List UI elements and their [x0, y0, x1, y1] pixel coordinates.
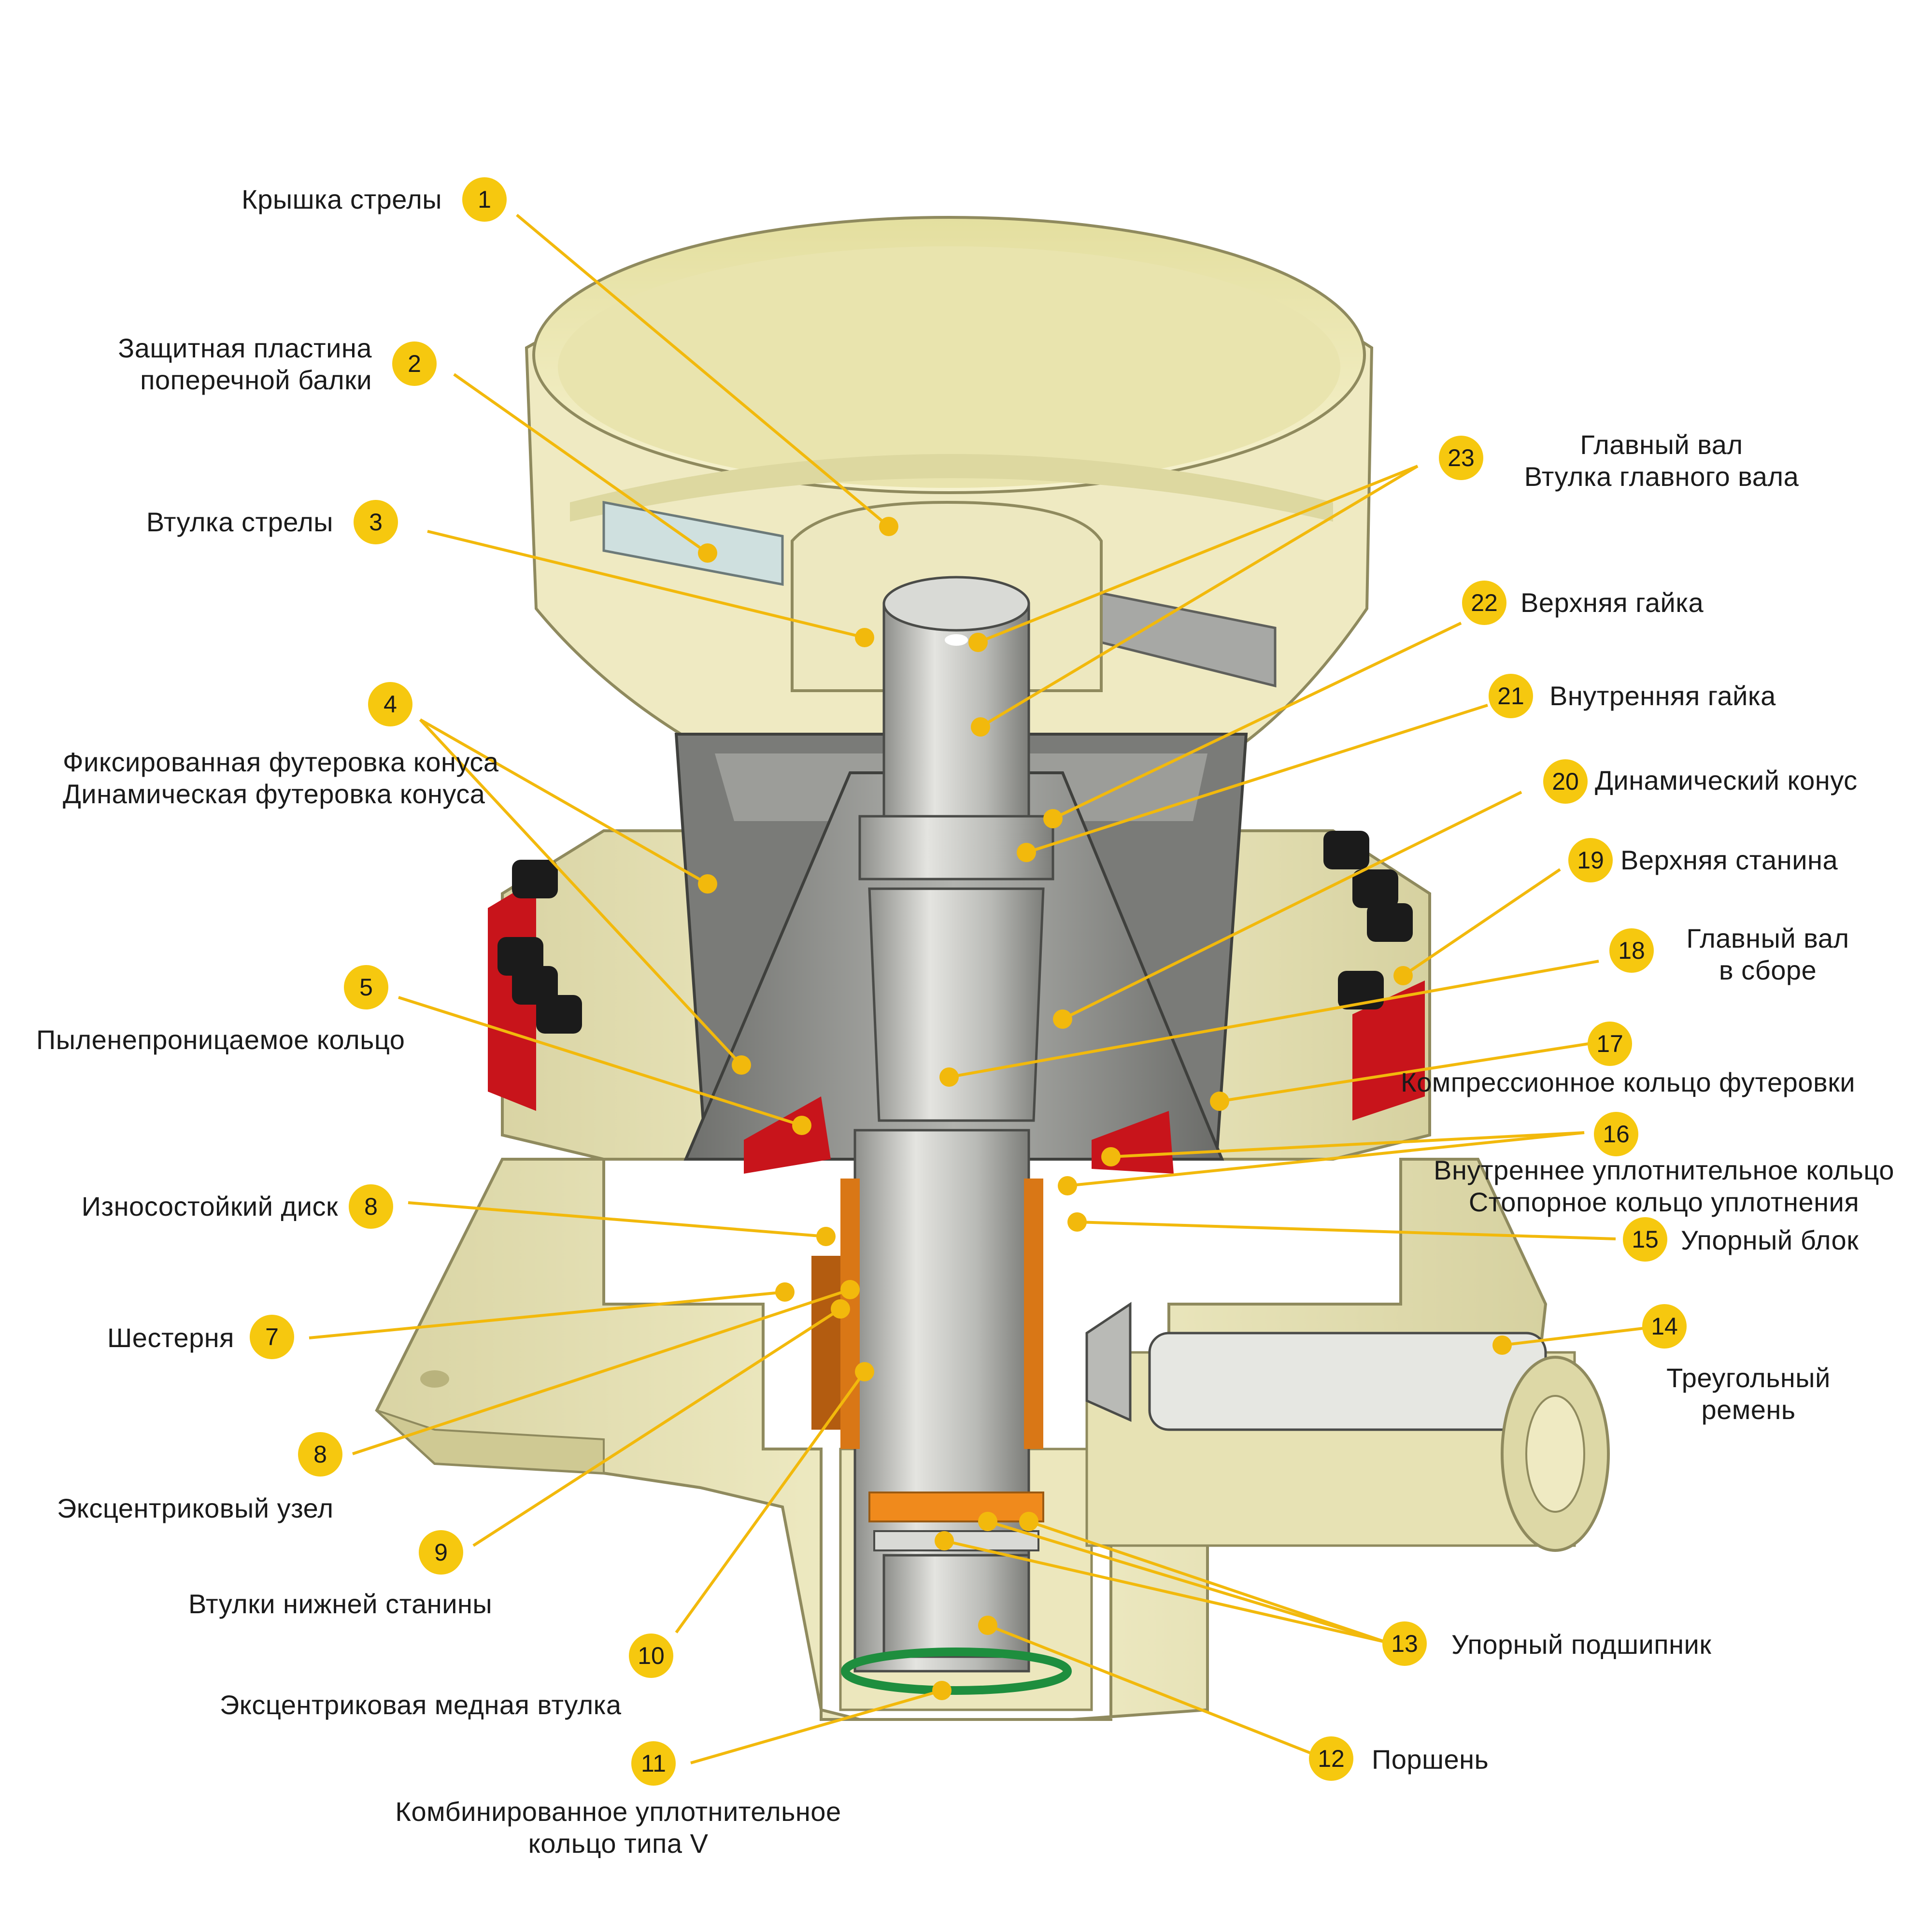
callout-badge-14: 14: [1642, 1304, 1687, 1349]
callout-badge-17: 17: [1588, 1022, 1632, 1066]
callout-badge-10: 10: [629, 1634, 673, 1678]
callout-label-8a: Износостойкий диск: [81, 1191, 338, 1222]
leader-dots: [698, 517, 1512, 1700]
callout-badge-22: 22: [1462, 581, 1506, 625]
callout-label-1: Крышка стрелы: [242, 184, 442, 214]
callout-badge-20: 20: [1543, 759, 1588, 804]
callout-label-21: Внутренняя гайка: [1549, 681, 1776, 711]
callout-label-5: Пыленепроницаемое кольцо: [36, 1024, 405, 1055]
callout-badge-2: 2: [392, 341, 437, 386]
callout-label-19: Верхняя станина: [1620, 845, 1838, 875]
callout-badge-16: 16: [1594, 1112, 1638, 1156]
callout-label-15: Упорный блок: [1681, 1225, 1859, 1255]
callout-badge-3: 3: [354, 500, 398, 544]
callout-label-20: Динамический конус: [1595, 765, 1858, 796]
callout-badge-4: 4: [368, 682, 412, 726]
callout-label-9: Втулки нижней станины: [188, 1589, 493, 1619]
callout-badge-8a: 8: [349, 1184, 393, 1229]
callout-label-17: Компрессионное кольцо футеровки: [1401, 1067, 1855, 1097]
bowl-hopper: [525, 216, 1374, 750]
pinion-shaft: [1085, 1302, 1610, 1552]
callout-badge-11: 11: [631, 1741, 676, 1786]
callout-badge-1: 1: [462, 177, 507, 222]
callout-badge-5: 5: [344, 965, 388, 1009]
callout-badge-15: 15: [1623, 1217, 1667, 1262]
callout-badge-21: 21: [1489, 674, 1533, 718]
callout-label-8b: Эксцентриковый узел: [57, 1493, 334, 1523]
callout-label-13: Упорный подшипник: [1451, 1629, 1712, 1660]
callout-badge-19: 19: [1568, 838, 1613, 882]
callout-badge-23: 23: [1439, 436, 1483, 480]
callout-badge-7: 7: [250, 1315, 294, 1359]
callout-badge-13: 13: [1382, 1621, 1427, 1666]
callout-badge-9: 9: [419, 1530, 463, 1575]
callout-label-7: Шестерня: [107, 1322, 234, 1353]
callout-label-10: Эксцентриковая медная втулка: [220, 1690, 622, 1720]
callout-label-22: Верхняя гайка: [1520, 587, 1704, 618]
callout-label-12: Поршень: [1372, 1744, 1489, 1775]
callout-badge-12: 12: [1309, 1736, 1353, 1781]
callout-label-3: Втулка стрелы: [146, 507, 333, 537]
callout-badge-18: 18: [1609, 928, 1654, 973]
callout-badge-8b: 8: [298, 1432, 342, 1477]
leader-lines: [309, 213, 1664, 1764]
